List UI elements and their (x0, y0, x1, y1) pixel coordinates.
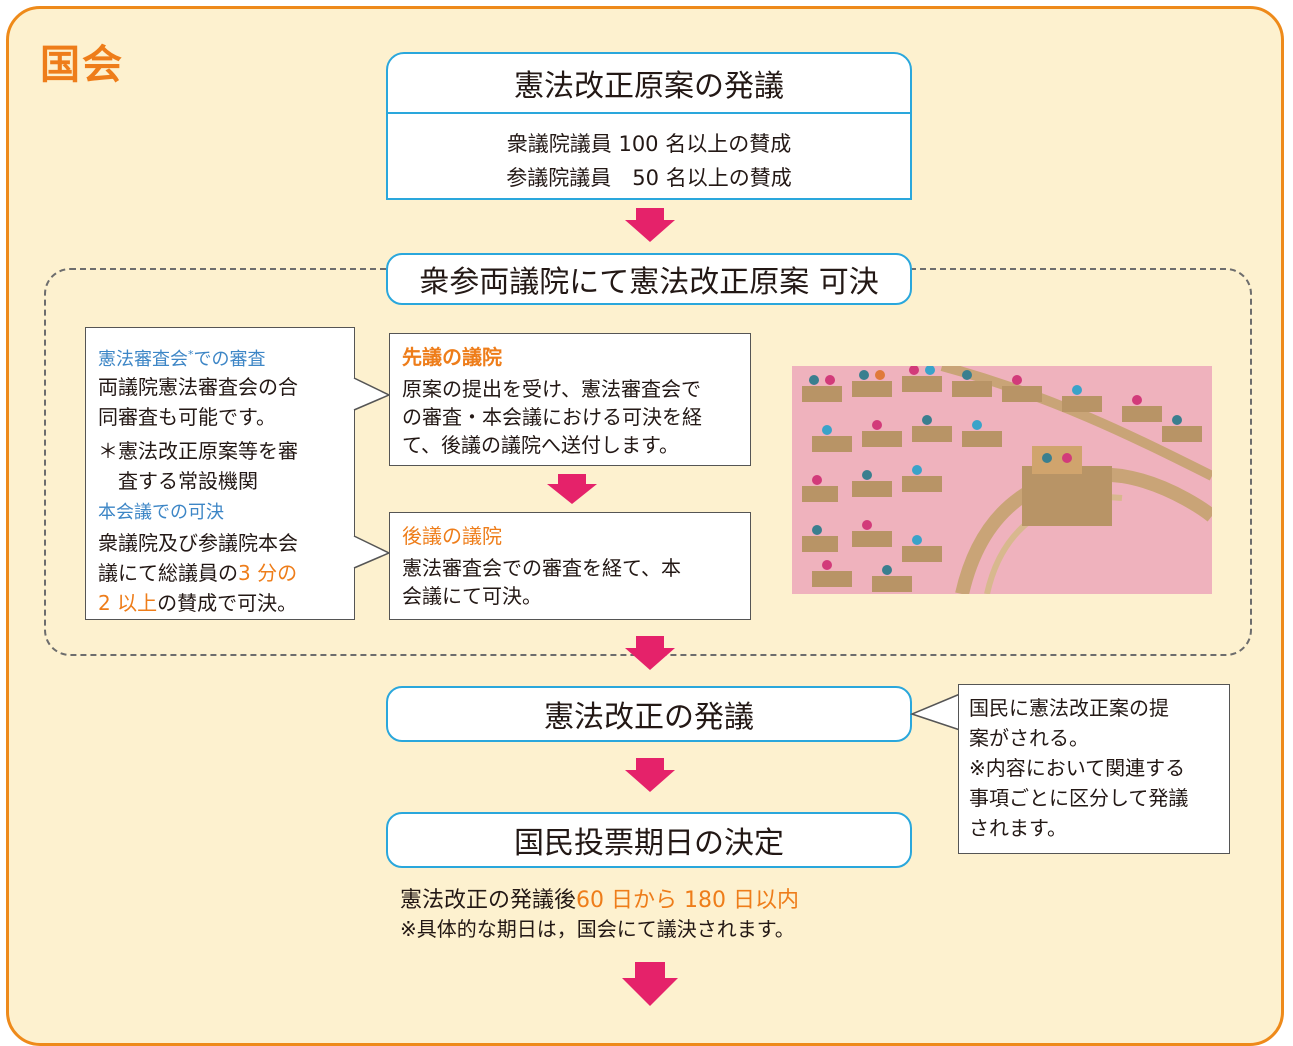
note-line: 議にて総議員の3 分の (98, 561, 298, 585)
diet-chamber-illustration (792, 366, 1212, 594)
down-arrow-icon (622, 962, 678, 1006)
proposal-note-line: 案がされる。 (969, 726, 1089, 750)
callout-pointer (909, 693, 961, 731)
proposal-heading: 憲法改正の発議 (386, 686, 912, 742)
proposal-note-line: 事項ごとに区分して発議 (969, 786, 1189, 810)
note-line: 同審査も可能です。 (98, 405, 276, 429)
initiation-line-1: 衆議院議員 100 名以上の賛成 (506, 132, 792, 156)
proposal-note: 国民に憲法改正案の提 案がされる。 ※内容において関連する 事項ごとに区分して発… (958, 684, 1230, 854)
down-arrow-icon (625, 208, 675, 248)
second-house-line: 憲法審査会での審査を経て、本 (402, 556, 681, 580)
first-house-line: の審査・本会議における可決を経 (402, 405, 702, 429)
referendum-date-note: ※具体的な期日は，国会にて議決されます。 (400, 917, 795, 941)
first-house-heading: 先議の議院 (402, 345, 502, 369)
callout-pointer (353, 377, 391, 569)
second-house-heading: 後議の議院 (402, 524, 502, 548)
panel-title: 国会 (40, 42, 124, 88)
first-house-line: て、後議の議院へ送付します。 (402, 433, 679, 457)
initiation-line-2: 参議院議員 50 名以上の賛成 (506, 166, 792, 190)
note-footnote: 査する常設機関 (118, 469, 258, 493)
note-heading-review: 憲法審査会*での審査 (98, 348, 266, 370)
down-arrow-icon (625, 758, 675, 798)
note-line: 2 以上の賛成で可決。 (98, 591, 298, 615)
both-houses-heading: 衆参両議院にて憲法改正原案 可決 (386, 253, 912, 305)
second-house-line: 会議にて可決。 (402, 584, 542, 608)
referendum-date-heading: 国民投票期日の決定 (386, 812, 912, 868)
first-house-box: 先議の議院 原案の提出を受け、憲法審査会で の審査・本会議における可決を経 て、… (389, 333, 751, 466)
proposal-note-line: ※内容において関連する (969, 756, 1186, 780)
proposal-note-line: されます。 (969, 816, 1067, 840)
initiation-box: 憲法改正原案の発議 衆議院議員 100 名以上の賛成 参議院議員 50 名以上の… (386, 52, 912, 200)
note-line: 両議院憲法審査会の合 (98, 375, 298, 399)
note-footnote: ＊憲法改正原案等を審 (98, 439, 298, 463)
initiation-heading: 憲法改正原案の発議 (388, 54, 910, 114)
note-heading-plenary: 本会議での可決 (98, 502, 224, 523)
down-arrow-icon (547, 474, 597, 514)
referendum-date-period: 憲法改正の発議後60 日から 180 日以内 (400, 888, 799, 913)
second-house-box: 後議の議院 憲法審査会での審査を経て、本 会議にて可決。 (389, 512, 751, 620)
note-line: 衆議院及び参議院本会 (98, 531, 298, 555)
proposal-note-line: 国民に憲法改正案の提 (969, 696, 1169, 720)
first-house-line: 原案の提出を受け、憲法審査会で (402, 377, 701, 401)
deliberation-note: 憲法審査会*での審査 両議院憲法審査会の合 同審査も可能です。 ＊憲法改正原案等… (85, 327, 355, 620)
down-arrow-icon (625, 636, 675, 676)
